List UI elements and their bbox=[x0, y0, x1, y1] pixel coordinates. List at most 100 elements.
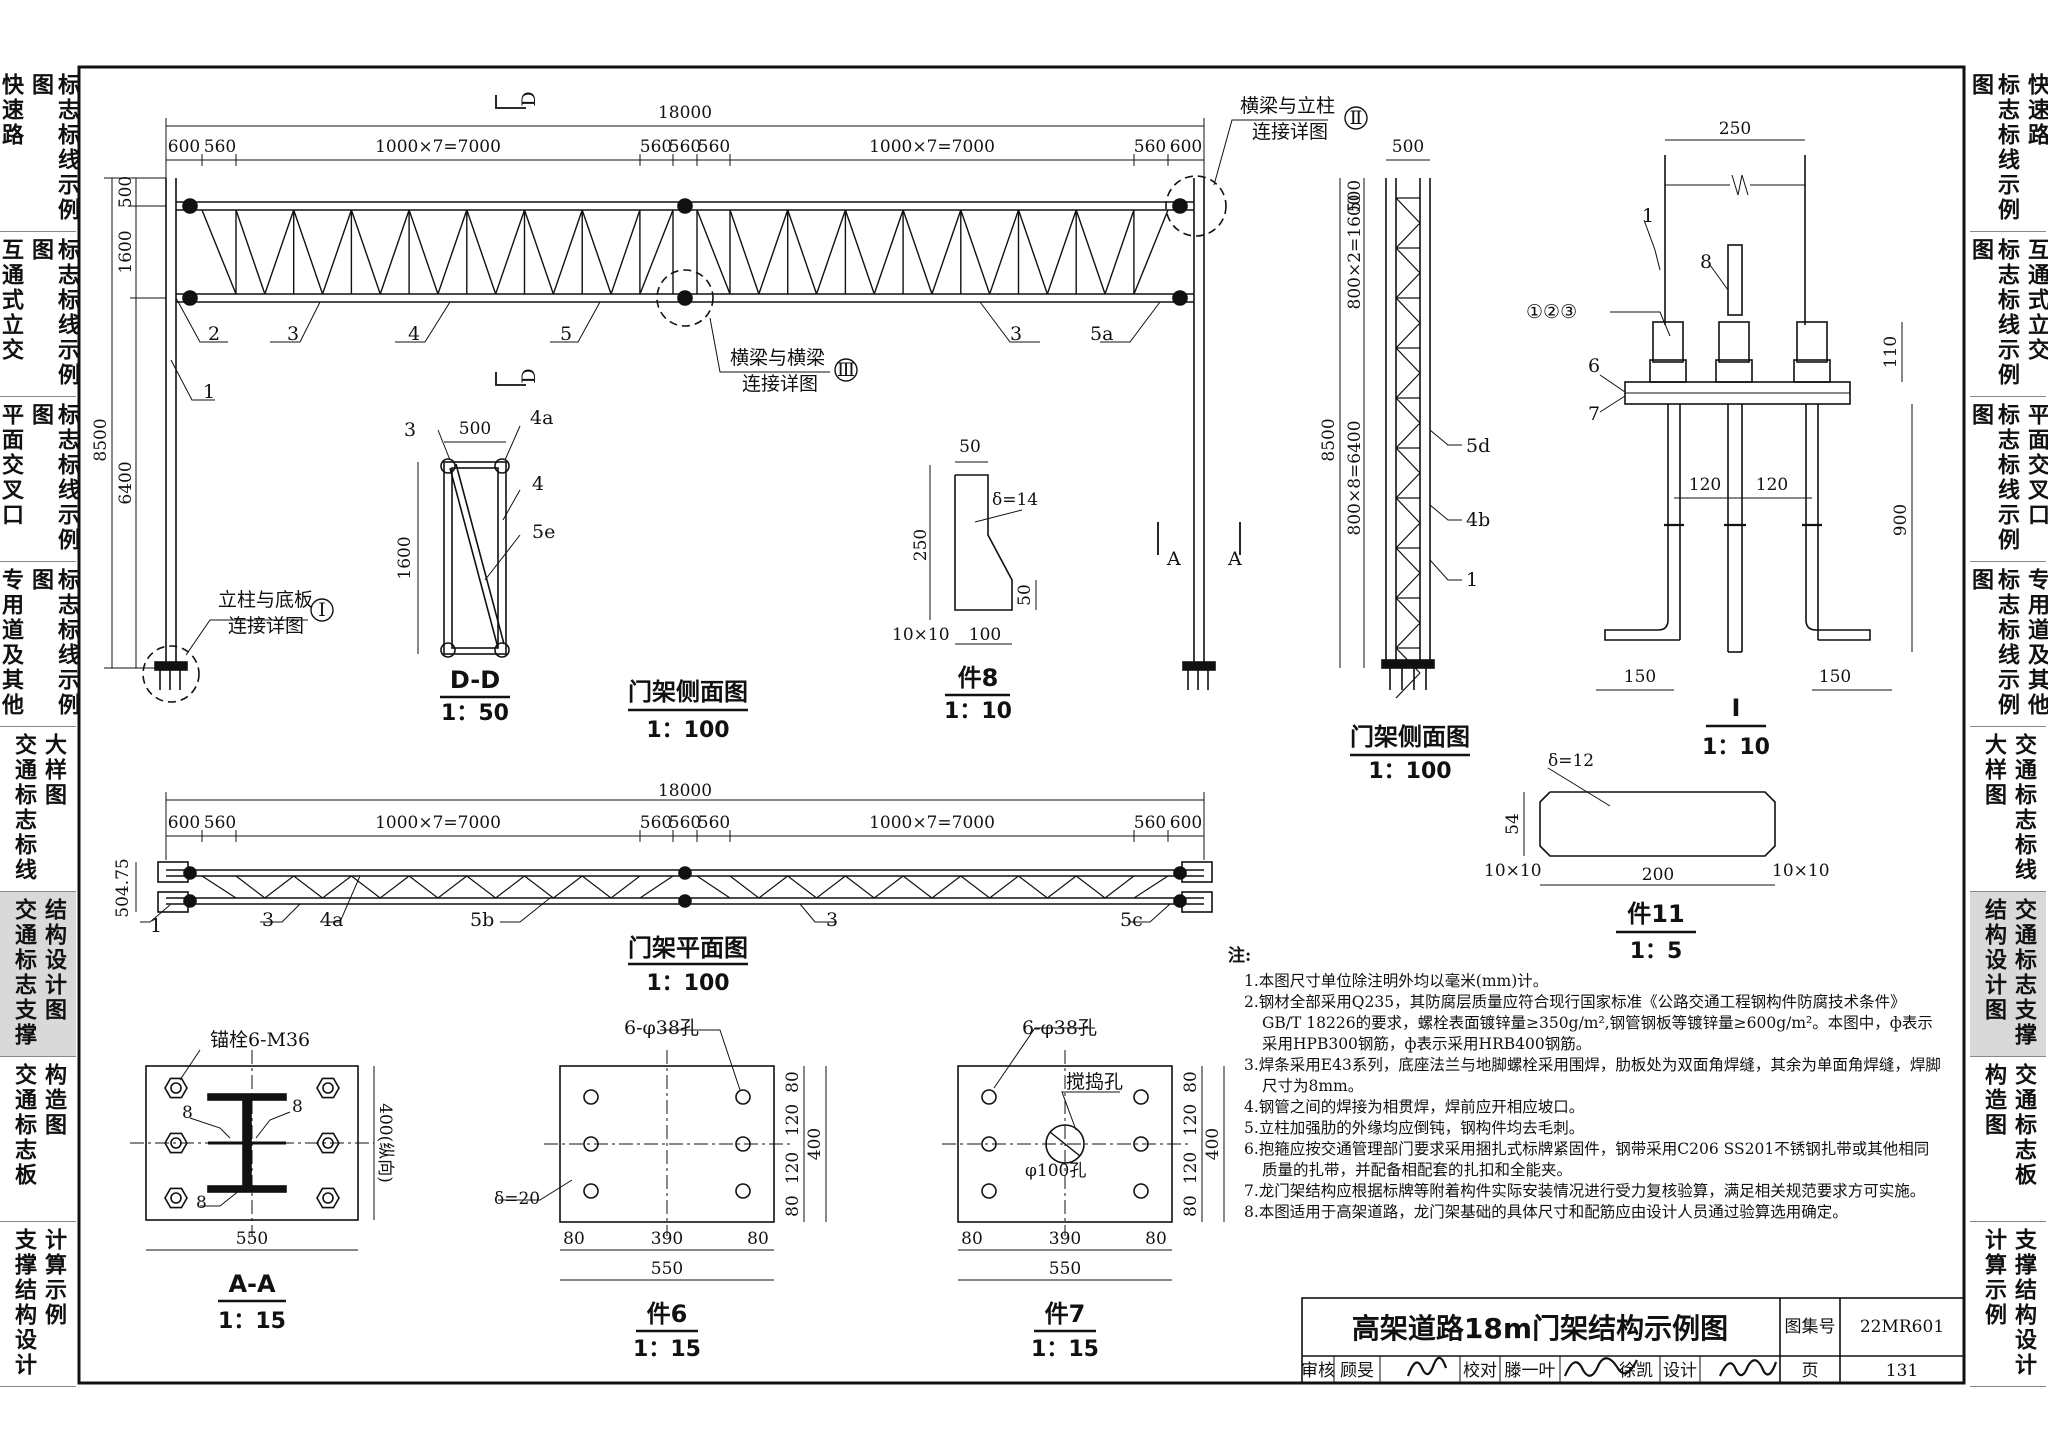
side-tab[interactable]: 支撑结构设计计算示例 bbox=[1970, 1222, 2046, 1387]
check-name: 滕一叶 bbox=[1505, 1361, 1556, 1381]
part-7 bbox=[942, 1027, 1225, 1281]
side-tab[interactable]: 交通标志标线大样图 bbox=[1970, 727, 2046, 892]
side-tab-label: 计算示例 bbox=[1981, 1228, 2006, 1328]
dim-text: 600 bbox=[168, 137, 200, 157]
side-tab[interactable]: 交通标志板构造图 bbox=[1970, 1057, 2046, 1222]
dim-text: 80 bbox=[563, 1229, 585, 1249]
part-label: 8 bbox=[1700, 251, 1712, 273]
elevation-title: 门架侧面图 bbox=[628, 678, 748, 706]
dim-text: 550 bbox=[1049, 1259, 1081, 1279]
side-tab-label: 支撑结构设计 bbox=[2011, 1228, 2036, 1378]
dim-text: 500 bbox=[1392, 137, 1424, 157]
side-tab[interactable]: 交通标志支撑结构设计图 bbox=[0, 892, 76, 1057]
dim-text: 10×10 bbox=[892, 625, 950, 645]
dim-text: 120 bbox=[1756, 475, 1788, 495]
part-label: 3 bbox=[262, 909, 274, 931]
sheet-frame bbox=[77, 65, 1966, 1385]
side-view-title: 门架侧面图 bbox=[1350, 723, 1470, 751]
section-aa-scale: 1：15 bbox=[218, 1309, 286, 1334]
side-tab[interactable]: 互通式立交标志标线示例图 bbox=[1968, 232, 2048, 397]
dim-text: 100 bbox=[969, 625, 1001, 645]
part-label: 1 bbox=[1642, 205, 1654, 227]
dim-text: δ=14 bbox=[992, 490, 1038, 510]
page-number: 131 bbox=[1886, 1361, 1918, 1381]
dim-text: 80 bbox=[1181, 1195, 1201, 1217]
part-label: 4a bbox=[320, 909, 343, 931]
side-tab[interactable]: 交通标志板构造图 bbox=[0, 1057, 76, 1222]
dim-text: 560 bbox=[698, 813, 730, 833]
callout-text: 连接详图 bbox=[228, 615, 304, 637]
dim-text: 504.75 bbox=[113, 858, 133, 917]
truss-web bbox=[201, 209, 1169, 295]
dim-text: 400 bbox=[805, 1128, 825, 1160]
side-tab[interactable]: 平面交叉口标志标线示例图 bbox=[0, 397, 79, 562]
dim-text: 50 bbox=[1015, 584, 1035, 606]
callout-num: Ⅲ bbox=[837, 359, 855, 381]
dim-text: 80 bbox=[783, 1071, 803, 1093]
part-label: 6 bbox=[1588, 355, 1600, 377]
dim-text: 560 bbox=[640, 137, 672, 157]
section-mark: A bbox=[1227, 548, 1242, 570]
callout-text: 横梁与立柱 bbox=[1240, 95, 1335, 117]
dim-text: 600 bbox=[1170, 813, 1202, 833]
side-tab-label: 交通标志支撑 bbox=[11, 898, 36, 1048]
part-6 bbox=[498, 1029, 827, 1281]
detail-i bbox=[1596, 139, 1913, 691]
dim-text: 600 bbox=[1170, 137, 1202, 157]
side-tab[interactable]: 专用道及其他标志标线示例图 bbox=[1968, 562, 2048, 727]
dim-text: 1000×7=7000 bbox=[869, 813, 995, 833]
part-label: 5c bbox=[1120, 909, 1143, 931]
part6-scale: 1：15 bbox=[633, 1337, 701, 1362]
weld-size: 8 bbox=[292, 1097, 303, 1117]
part-label: 3 bbox=[404, 419, 416, 441]
part-label-4: 4 bbox=[408, 323, 420, 345]
dim-text: 560 bbox=[698, 137, 730, 157]
detail-circle-iii bbox=[656, 269, 714, 327]
part11-scale: 1：5 bbox=[1630, 939, 1683, 964]
part-label: 4 bbox=[532, 473, 544, 495]
detail-i-scale: 1：10 bbox=[1702, 735, 1770, 760]
detail-circle-i bbox=[142, 645, 200, 703]
side-tab[interactable]: 交通标志标线大样图 bbox=[0, 727, 76, 892]
part-label: 1 bbox=[1466, 569, 1478, 591]
side-tab-label: 标志标线示例图 bbox=[28, 568, 79, 718]
side-tab[interactable]: 快速路标志标线示例图 bbox=[0, 67, 79, 232]
section-dd bbox=[417, 425, 521, 658]
side-tab-label: 标志标线示例图 bbox=[28, 403, 79, 553]
side-tab[interactable]: 平面交叉口标志标线示例图 bbox=[1968, 397, 2048, 562]
elevation-text: 18000 600 560 1000×7=7000 560 560 560 10… bbox=[91, 91, 1362, 637]
part-label: 5e bbox=[532, 521, 555, 543]
dim-text: 560 bbox=[204, 813, 236, 833]
dim-text: 80 bbox=[1145, 1229, 1167, 1249]
notes-heading: 注: bbox=[1228, 946, 1252, 966]
dim-text: 800×2=1600 bbox=[1345, 194, 1365, 309]
dim-text: δ=12 bbox=[1548, 751, 1594, 771]
dim-text: 80 bbox=[783, 1195, 803, 1217]
dim-text: 54 bbox=[1503, 813, 1523, 835]
part-label-3: 3 bbox=[287, 323, 299, 345]
callout-text: 连接详图 bbox=[1252, 121, 1328, 143]
side-tab[interactable]: 互通式立交标志标线示例图 bbox=[0, 232, 79, 397]
notes-list: 1.本图尺寸单位除注明外均以毫米(mm)计。2.钢材全部采用Q235，其防腐层质… bbox=[1228, 971, 1943, 1223]
note-item: 4.钢管之间的焊接为相贯焊，焊前应开相应坡口。 bbox=[1244, 1098, 1585, 1116]
dim-text: 10×10 bbox=[1484, 861, 1542, 881]
stir-hole-label: 搅捣孔 bbox=[1066, 1071, 1123, 1093]
dim-text: 1000×7=7000 bbox=[375, 813, 501, 833]
side-tab-label: 计算示例 bbox=[41, 1228, 66, 1328]
dim-text: 150 bbox=[1624, 667, 1656, 687]
dim-text: 80 bbox=[1181, 1071, 1201, 1093]
dim-text: 500 bbox=[459, 419, 491, 439]
note-item: 5.立柱加强肋的外缘均应倒钝，钢构件均去毛刺。 bbox=[1244, 1119, 1585, 1137]
side-tab[interactable]: 支撑结构设计计算示例 bbox=[0, 1222, 76, 1387]
dim-text: 560 bbox=[1134, 813, 1166, 833]
dim-text: 400 bbox=[1203, 1128, 1223, 1160]
side-tab[interactable]: 专用道及其他标志标线示例图 bbox=[0, 562, 79, 727]
dim-text: 8500 bbox=[91, 418, 111, 461]
callout-num: Ⅰ bbox=[318, 599, 326, 621]
side-tab[interactable]: 快速路标志标线示例图 bbox=[1968, 67, 2048, 232]
plan-scale: 1：100 bbox=[646, 971, 729, 996]
side-tab-label: 标志标线示例图 bbox=[28, 238, 79, 388]
side-tab[interactable]: 交通标志支撑结构设计图 bbox=[1970, 892, 2046, 1057]
side-tab-label: 快速路 bbox=[0, 73, 23, 148]
